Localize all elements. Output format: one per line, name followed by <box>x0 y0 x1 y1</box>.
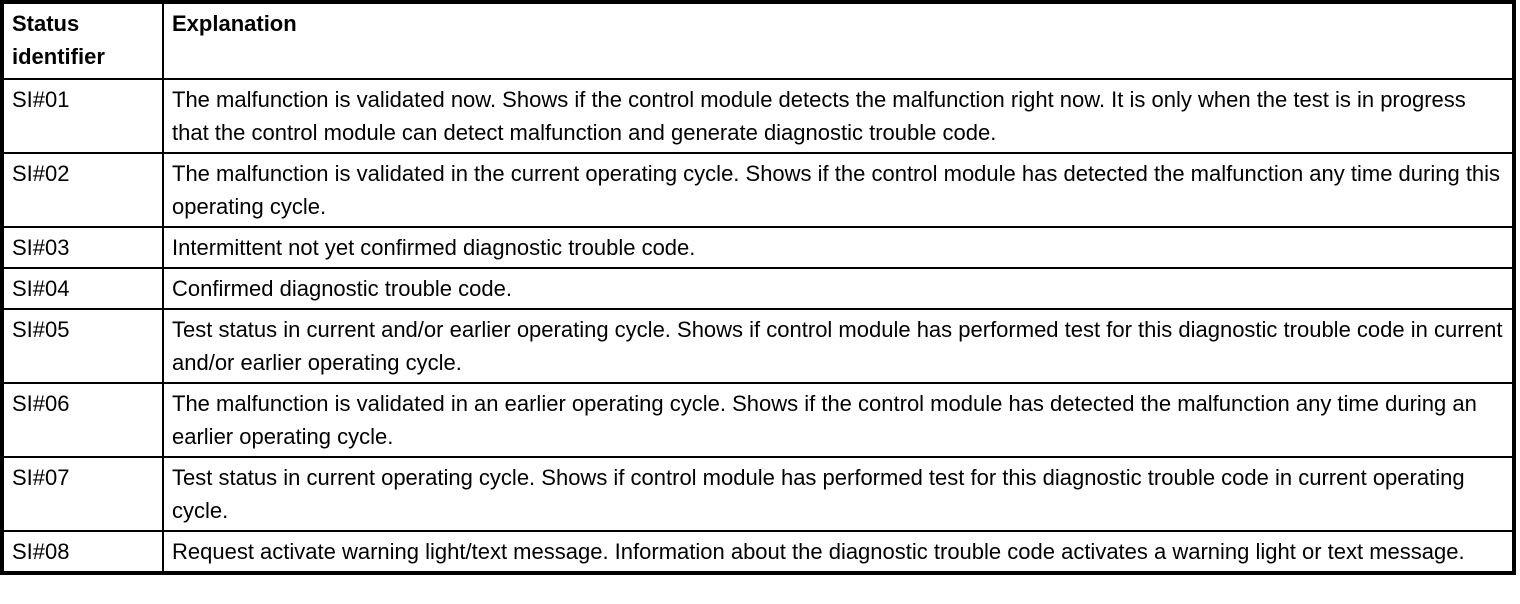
explanation-cell: Intermittent not yet confirmed diagnosti… <box>162 226 1515 269</box>
status-identifier-cell: SI#03 <box>1 226 164 269</box>
table-row: SI#02 The malfunction is validated in th… <box>1 152 1515 228</box>
explanation-cell: Test status in current and/or earlier op… <box>162 308 1515 384</box>
status-identifier-table: Status identifier Explanation SI#01 The … <box>0 0 1516 575</box>
status-identifier-cell: SI#07 <box>1 456 164 532</box>
status-identifier-cell: SI#08 <box>1 530 164 574</box>
explanation-cell: Test status in current operating cycle. … <box>162 456 1515 532</box>
status-identifier-cell: SI#05 <box>1 308 164 384</box>
explanation-cell: The malfunction is validated now. Shows … <box>162 78 1515 154</box>
table-row: SI#04 Confirmed diagnostic trouble code. <box>1 267 1515 310</box>
table-row: SI#08 Request activate warning light/tex… <box>1 530 1515 574</box>
header-status-identifier: Status identifier <box>1 1 164 80</box>
header-explanation: Explanation <box>162 1 1515 80</box>
table-row: SI#03 Intermittent not yet confirmed dia… <box>1 226 1515 269</box>
explanation-cell: Request activate warning light/text mess… <box>162 530 1515 574</box>
table-header-row: Status identifier Explanation <box>1 1 1515 80</box>
status-identifier-cell: SI#06 <box>1 382 164 458</box>
explanation-cell: The malfunction is validated in the curr… <box>162 152 1515 228</box>
explanation-cell: The malfunction is validated in an earli… <box>162 382 1515 458</box>
status-identifier-cell: SI#02 <box>1 152 164 228</box>
table-row: SI#01 The malfunction is validated now. … <box>1 78 1515 154</box>
table-row: SI#07 Test status in current operating c… <box>1 456 1515 532</box>
status-identifier-cell: SI#01 <box>1 78 164 154</box>
table-row: SI#06 The malfunction is validated in an… <box>1 382 1515 458</box>
status-identifier-cell: SI#04 <box>1 267 164 310</box>
table-row: SI#05 Test status in current and/or earl… <box>1 308 1515 384</box>
explanation-cell: Confirmed diagnostic trouble code. <box>162 267 1515 310</box>
